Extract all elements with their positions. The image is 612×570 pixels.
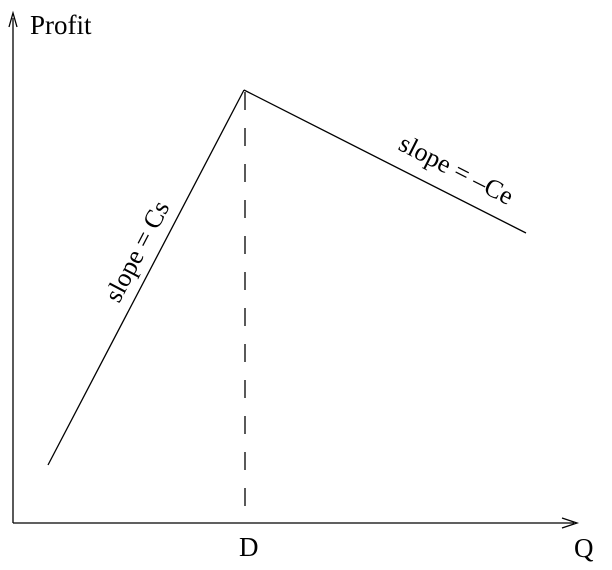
x-axis-label: Q — [574, 533, 594, 563]
y-axis-label: Profit — [30, 10, 92, 40]
d-tick-label: D — [239, 532, 259, 562]
y-axis-arrowhead — [8, 10, 18, 28]
x-axis-arrowhead — [561, 517, 580, 529]
rising-profit-line — [47, 89, 245, 466]
rising-slope-label: slope = Cs — [99, 196, 176, 307]
falling-profit-line — [243, 89, 527, 234]
